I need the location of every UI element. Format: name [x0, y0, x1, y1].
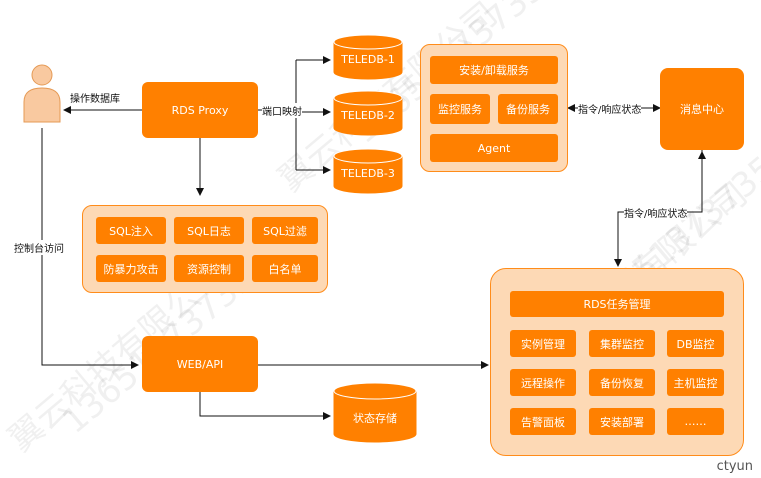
footer-brand: ctyun — [716, 459, 753, 474]
state-storage-label: 状态存储 — [353, 411, 397, 425]
rds-proxy-node: RDS Proxy — [142, 82, 258, 138]
edge-label-operate-db: 操作数据库 — [70, 90, 120, 105]
edge-label-cmd-status: 指令/响应状态 — [624, 205, 688, 220]
security-item: 资源控制 — [174, 255, 244, 282]
security-item: SQL过滤 — [252, 217, 318, 244]
security-item: 防暴力攻击 — [96, 255, 166, 282]
agent-node: Agent — [430, 134, 558, 162]
task-item: DB监控 — [667, 330, 724, 357]
security-item: SQL日志 — [174, 217, 244, 244]
edge-label-cmd-status: 指令/响应状态 — [578, 101, 642, 116]
task-item: 实例管理 — [510, 330, 576, 357]
backup-service-node: 备份服务 — [498, 94, 558, 124]
edge-label-console-access: 控制台访问 — [14, 240, 64, 255]
teledb-2-label: TELEDB-2 — [340, 109, 395, 122]
task-item: 安装部署 — [589, 408, 655, 435]
install-service-node: 安装/卸载服务 — [430, 56, 558, 84]
monitor-service-node: 监控服务 — [430, 94, 490, 124]
task-item: 主机监控 — [667, 369, 724, 396]
security-item: 白名单 — [252, 255, 318, 282]
message-center-node: 消息中心 — [660, 68, 744, 150]
teledb-1-label: TELEDB-1 — [340, 53, 395, 66]
task-item: 远程操作 — [510, 369, 576, 396]
edge-label-port-mapping: 端口映射 — [262, 103, 302, 118]
teledb-2-database-icon: TELEDB-2 — [333, 90, 403, 136]
teledb-3-label: TELEDB-3 — [340, 167, 395, 180]
task-item: 集群监控 — [589, 330, 655, 357]
web-api-node: WEB/API — [142, 336, 258, 392]
security-item: SQL注入 — [96, 217, 166, 244]
task-item: …… — [667, 408, 724, 435]
user-icon — [23, 64, 61, 123]
state-storage-database-icon: 状态存储 — [333, 382, 417, 443]
task-item: 告警面板 — [510, 408, 576, 435]
rds-task-mgmt-node: RDS任务管理 — [510, 291, 724, 317]
teledb-1-database-icon: TELEDB-1 — [333, 34, 403, 80]
teledb-3-database-icon: TELEDB-3 — [333, 148, 403, 194]
task-item: 备份恢复 — [589, 369, 655, 396]
